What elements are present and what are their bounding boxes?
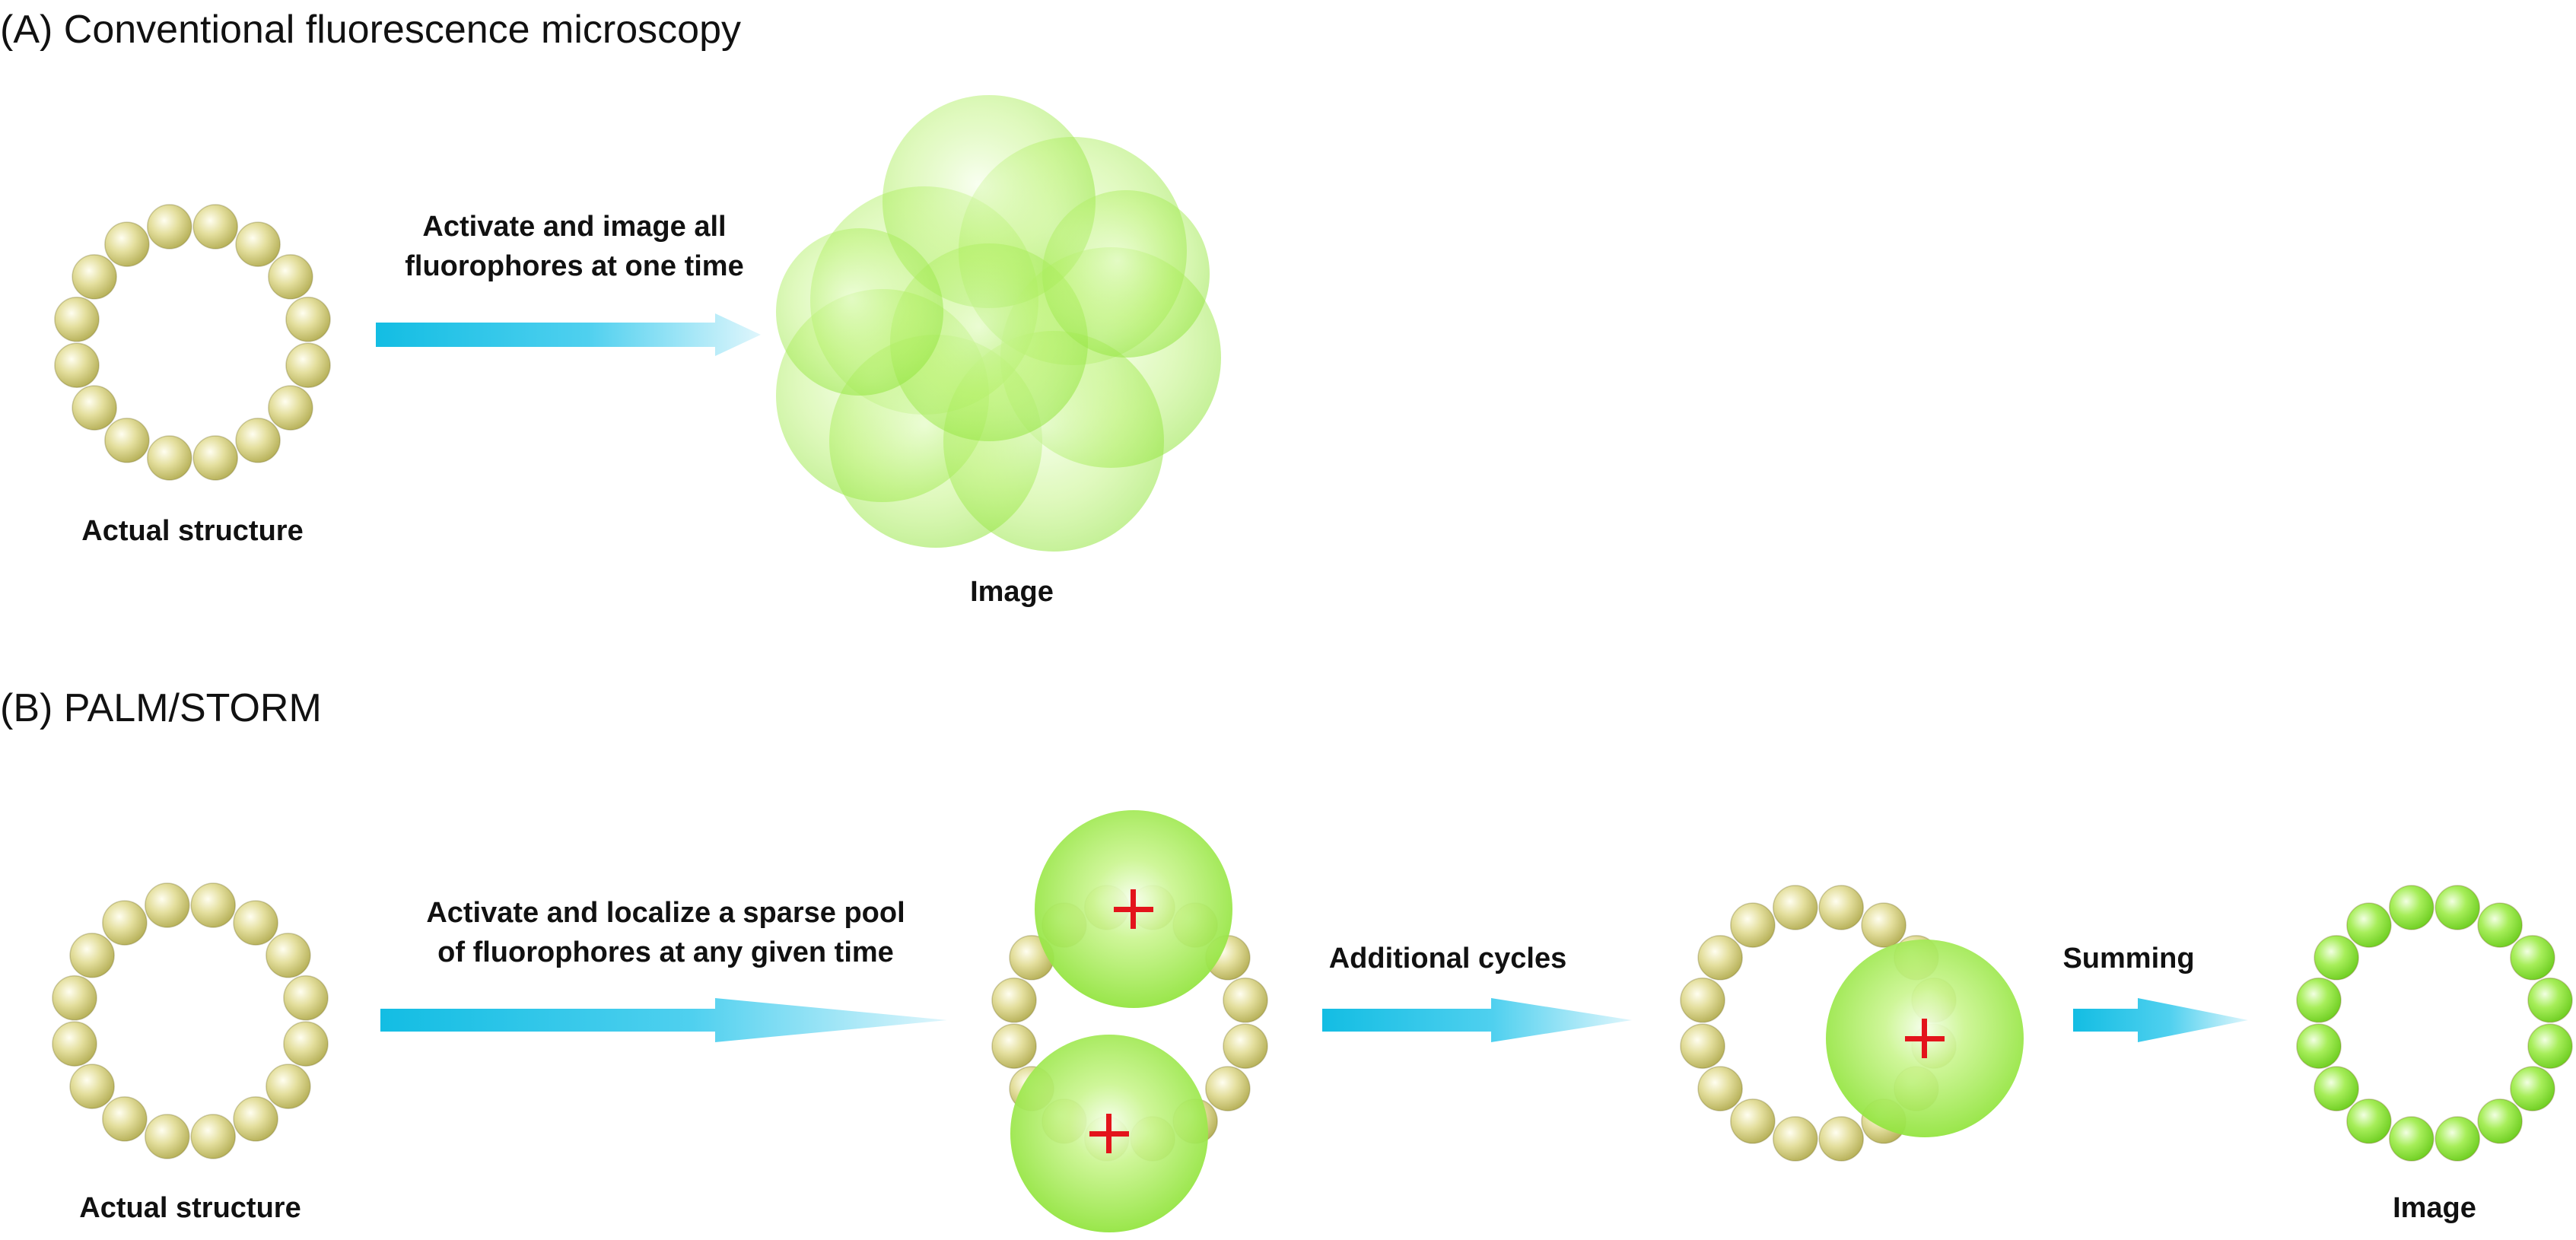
fluorophore-bead	[190, 882, 236, 928]
panel-b-arrow2-text: Additional cycles	[1329, 943, 1567, 975]
panel-b-image-label: Image	[2393, 1192, 2476, 1224]
fluorophore-bead	[2477, 902, 2523, 948]
fluorophore-bead	[1223, 1023, 1268, 1069]
panel-b-arrow3-text: Summing	[2062, 943, 2194, 975]
fluorophore-bead	[2296, 978, 2342, 1023]
right-arrow-icon	[376, 313, 761, 356]
fluorophore-bead	[1773, 1116, 1818, 1162]
fluorophore-bead	[54, 342, 100, 388]
fluorophore-bead	[2314, 1066, 2359, 1111]
fluorophore-bead	[2477, 1099, 2523, 1144]
right-arrow-icon	[2073, 998, 2248, 1042]
panel-b-arrow-2: Additional cycles	[1322, 943, 1632, 1042]
fluorophore-bead	[1730, 902, 1776, 948]
fluorophore-bead	[991, 1023, 1037, 1069]
fluorophore-bead	[2434, 885, 2480, 930]
fluorophore-bead	[1205, 1066, 1251, 1111]
active-fluorophore-glow-cycle	[1826, 940, 2024, 1137]
actual-structure-ring-b	[52, 882, 329, 1159]
panel-a-arrow: Activate and image all fluorophores at o…	[376, 211, 761, 356]
fluorophore-bead	[1730, 1099, 1776, 1144]
fluorophore-bead	[1223, 978, 1268, 1023]
fluorophore-bead	[2389, 1116, 2434, 1162]
fluorophore-bead	[69, 933, 115, 978]
fluorophore-bead	[1861, 902, 1907, 948]
panel-b-arrow1-text-line2: of fluorophores at any given time	[437, 936, 894, 968]
fluorophore-bead	[1680, 978, 1725, 1023]
fluorophore-bead	[2389, 885, 2434, 930]
fluorophore-bead	[104, 418, 150, 463]
panel-b-arrow-1: Activate and localize a sparse pool of f…	[380, 897, 947, 1042]
panel-b-arrow1-text-line1: Activate and localize a sparse pool	[426, 897, 905, 929]
sparse-activation-step	[991, 810, 1268, 1232]
panel-a: (A) Conventional fluorescence microscopy…	[0, 8, 1221, 608]
fluorophore-bead	[192, 204, 238, 250]
crosshair-icon	[1114, 889, 1153, 929]
fluorophore-bead	[1697, 935, 1743, 981]
fluorophore-bead	[2314, 935, 2359, 981]
reconstructed-image-ring	[2296, 885, 2573, 1162]
fluorophore-bead	[285, 342, 331, 388]
fluorophore-bead	[2346, 902, 2392, 948]
fluorophore-bead	[145, 1114, 190, 1159]
fluorophore-bead	[1818, 1116, 1864, 1162]
fluorophore-bead	[52, 1021, 97, 1067]
fluorophore-bead	[1697, 1066, 1743, 1111]
fluorophore-bead	[72, 254, 117, 300]
active-fluorophore-glow-top	[1035, 810, 1232, 1008]
fluorophore-bead	[2434, 1116, 2480, 1162]
panel-a-image-label: Image	[970, 576, 1054, 608]
fluorophore-bead	[233, 1096, 278, 1142]
fluorophore-bead	[102, 900, 148, 946]
fluorophore-bead	[268, 254, 313, 300]
fluorophore-bead	[54, 297, 100, 342]
fluorophore-bead	[2346, 1099, 2392, 1144]
fluorophore-bead	[52, 975, 97, 1021]
right-arrow-icon	[1322, 998, 1632, 1042]
fluorophore-bead	[283, 1021, 329, 1067]
fluorophore-bead	[147, 204, 192, 250]
fluorophore-bead	[2296, 1023, 2342, 1069]
fluorophore-bead	[283, 975, 329, 1021]
panel-a-title: (A) Conventional fluorescence microscopy	[0, 8, 741, 52]
fluorophore-bead	[266, 933, 311, 978]
fluorophore-bead	[2527, 978, 2573, 1023]
crosshair-icon	[1905, 1019, 1945, 1058]
fluorophore-bead	[1818, 885, 1864, 930]
fluorophore-bead	[190, 1114, 236, 1159]
fluorophore-bead	[235, 221, 281, 267]
panel-b-structure-label: Actual structure	[79, 1192, 301, 1224]
panel-b: (B) PALM/STORM Actual structure Activate…	[0, 686, 2573, 1232]
fluorophore-bead	[285, 297, 331, 342]
panel-a-arrow-text-line2: fluorophores at one time	[405, 250, 743, 282]
panel-b-title: (B) PALM/STORM	[0, 686, 322, 730]
panel-a-structure-label: Actual structure	[81, 515, 303, 547]
right-arrow-icon	[380, 998, 947, 1042]
additional-cycle-step	[1680, 885, 2024, 1162]
conventional-image-blob	[776, 95, 1221, 552]
fluorophore-bead	[147, 435, 192, 481]
fluorophore-bead	[266, 1064, 311, 1109]
fluorophore-bead	[991, 978, 1037, 1023]
crosshair-icon	[1089, 1114, 1129, 1153]
fluorophore-bead	[233, 900, 278, 946]
actual-structure-ring-a	[54, 204, 331, 481]
fluorophore-bead	[145, 882, 190, 928]
fluorophore-bead	[2510, 935, 2555, 981]
fluorophore-bead	[2527, 1023, 2573, 1069]
fluorophore-bead	[268, 385, 313, 431]
panel-b-arrow-3: Summing	[2062, 943, 2248, 1042]
fluorophore-bead	[2510, 1066, 2555, 1111]
active-fluorophore-glow-bottom	[1010, 1035, 1208, 1232]
panel-a-arrow-text-line1: Activate and image all	[422, 211, 726, 243]
fluorophore-bead	[72, 385, 117, 431]
fluorophore-bead	[1680, 1023, 1725, 1069]
fluorophore-bead	[1773, 885, 1818, 930]
fluorophore-bead	[235, 418, 281, 463]
fluorophore-bead	[102, 1096, 148, 1142]
fluorophore-bead	[69, 1064, 115, 1109]
fluorophore-bead	[192, 435, 238, 481]
fluorophore-bead	[104, 221, 150, 267]
